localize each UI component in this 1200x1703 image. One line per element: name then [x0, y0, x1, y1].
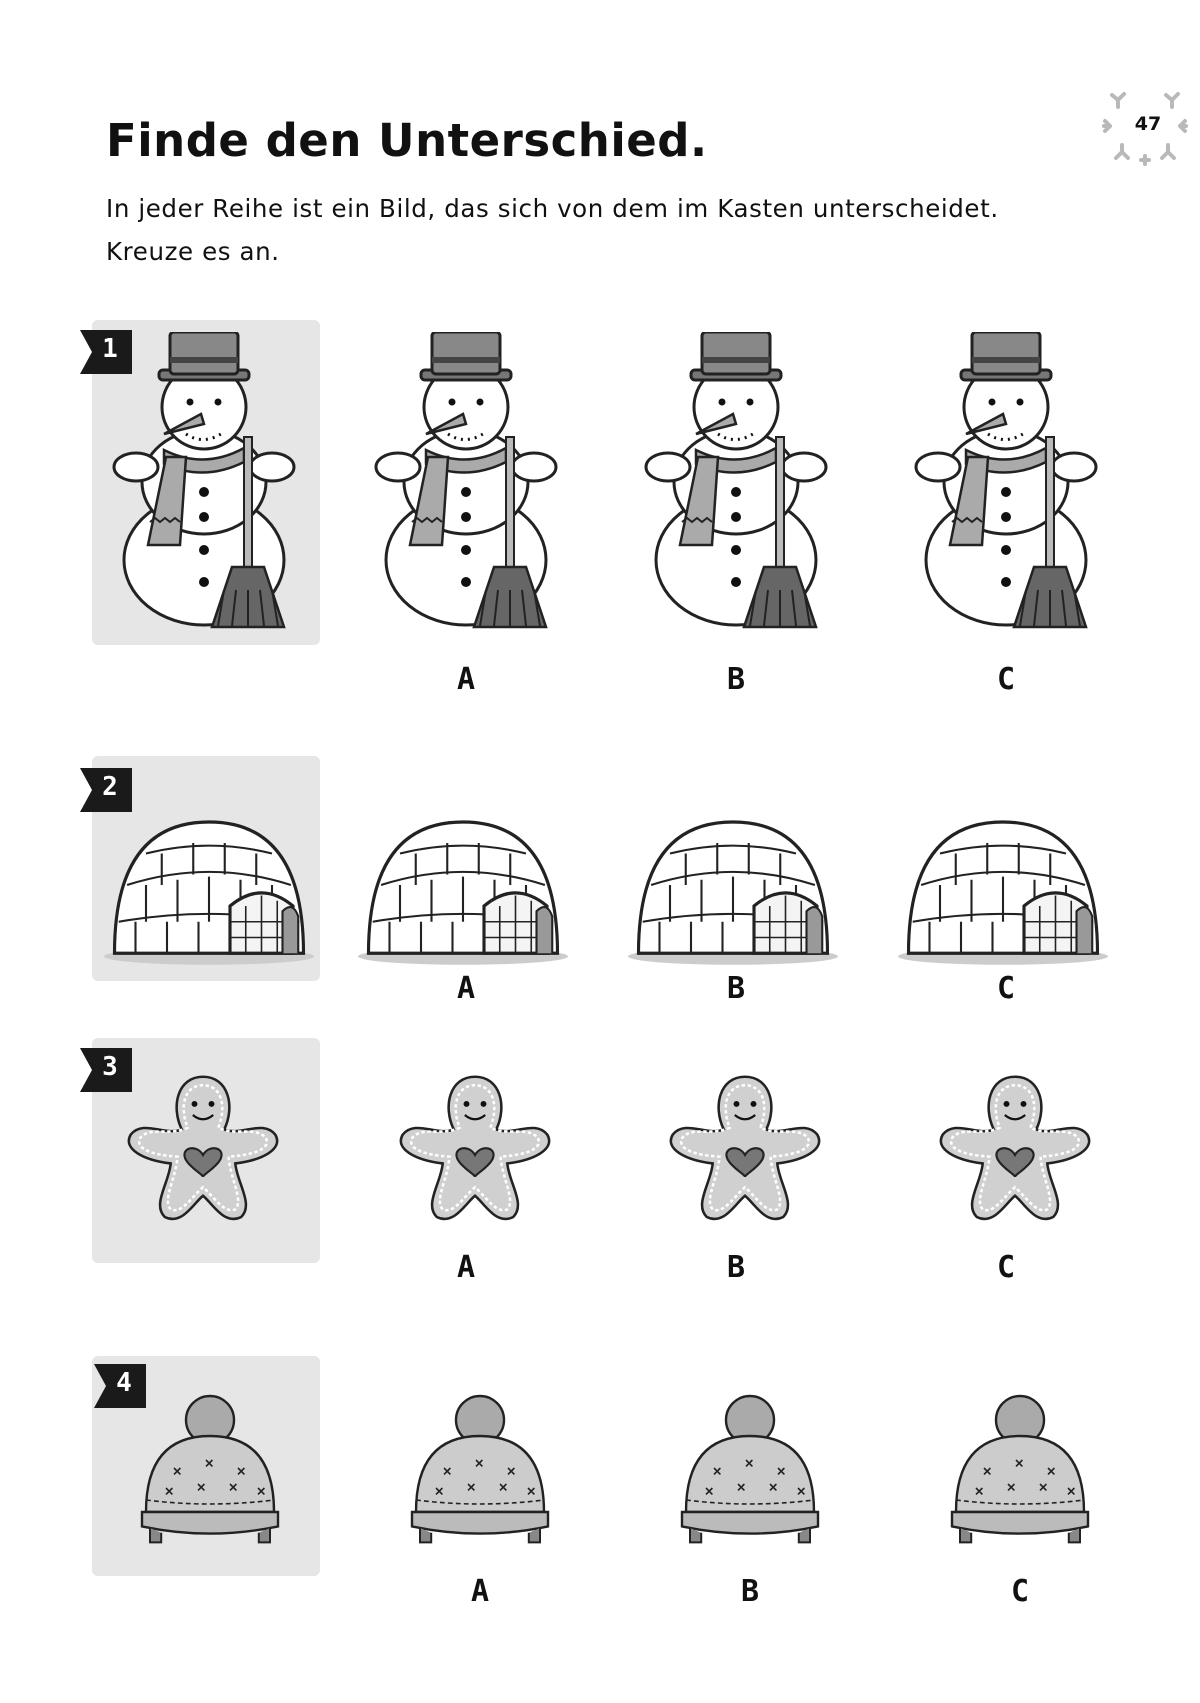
option-label-b: B: [726, 662, 746, 697]
hat-reference: [140, 1394, 280, 1544]
igloo-option-a[interactable]: [358, 801, 568, 969]
row-number-flag: [94, 1364, 146, 1408]
instruction-line-1: In jeder Reihe ist ein Bild, das sich vo…: [106, 194, 999, 223]
igloo-option-b[interactable]: [628, 801, 838, 969]
row-number: 1: [102, 334, 118, 364]
gingerbread-option-b[interactable]: [660, 1068, 830, 1230]
page-title: Finde den Unterschied.: [106, 114, 708, 167]
instruction-line-2: Kreuze es an.: [106, 237, 280, 266]
page-number: 47: [1134, 113, 1162, 135]
hat-option-c[interactable]: [940, 1388, 1100, 1548]
option-label-c: C: [1010, 1574, 1030, 1609]
snowman-option-c[interactable]: [906, 332, 1106, 632]
snowman-option-a[interactable]: [366, 332, 566, 632]
option-label-a: A: [456, 971, 476, 1006]
option-label-c: C: [996, 971, 1016, 1006]
row-number-flag: [80, 330, 132, 374]
row-number-flag: [80, 768, 132, 812]
option-label-a: A: [456, 662, 476, 697]
hat-option-a[interactable]: [400, 1388, 560, 1548]
gingerbread-option-c[interactable]: [930, 1068, 1100, 1230]
row-number: 4: [116, 1368, 132, 1398]
instructions: In jeder Reihe ist ein Bild, das sich vo…: [106, 187, 1066, 273]
option-label-c: C: [996, 662, 1016, 697]
option-label-b: B: [740, 1574, 760, 1609]
hat-option-b[interactable]: [670, 1388, 830, 1548]
gingerbread-reference: [127, 1075, 279, 1221]
snowman-option-b[interactable]: [636, 332, 836, 632]
gingerbread-option-a[interactable]: [390, 1068, 560, 1230]
snowflake-cluster-icon: [1102, 92, 1188, 166]
row-number: 2: [102, 772, 118, 802]
igloo-reference: [104, 820, 314, 967]
snowman-reference: [104, 332, 304, 632]
row-number-flag: [80, 1048, 132, 1092]
option-label-b: B: [726, 971, 746, 1006]
option-label-b: B: [726, 1250, 746, 1285]
option-label-a: A: [470, 1574, 490, 1609]
option-label-a: A: [456, 1250, 476, 1285]
option-label-c: C: [996, 1250, 1016, 1285]
igloo-option-c[interactable]: [898, 801, 1108, 969]
row-number: 3: [102, 1052, 118, 1082]
